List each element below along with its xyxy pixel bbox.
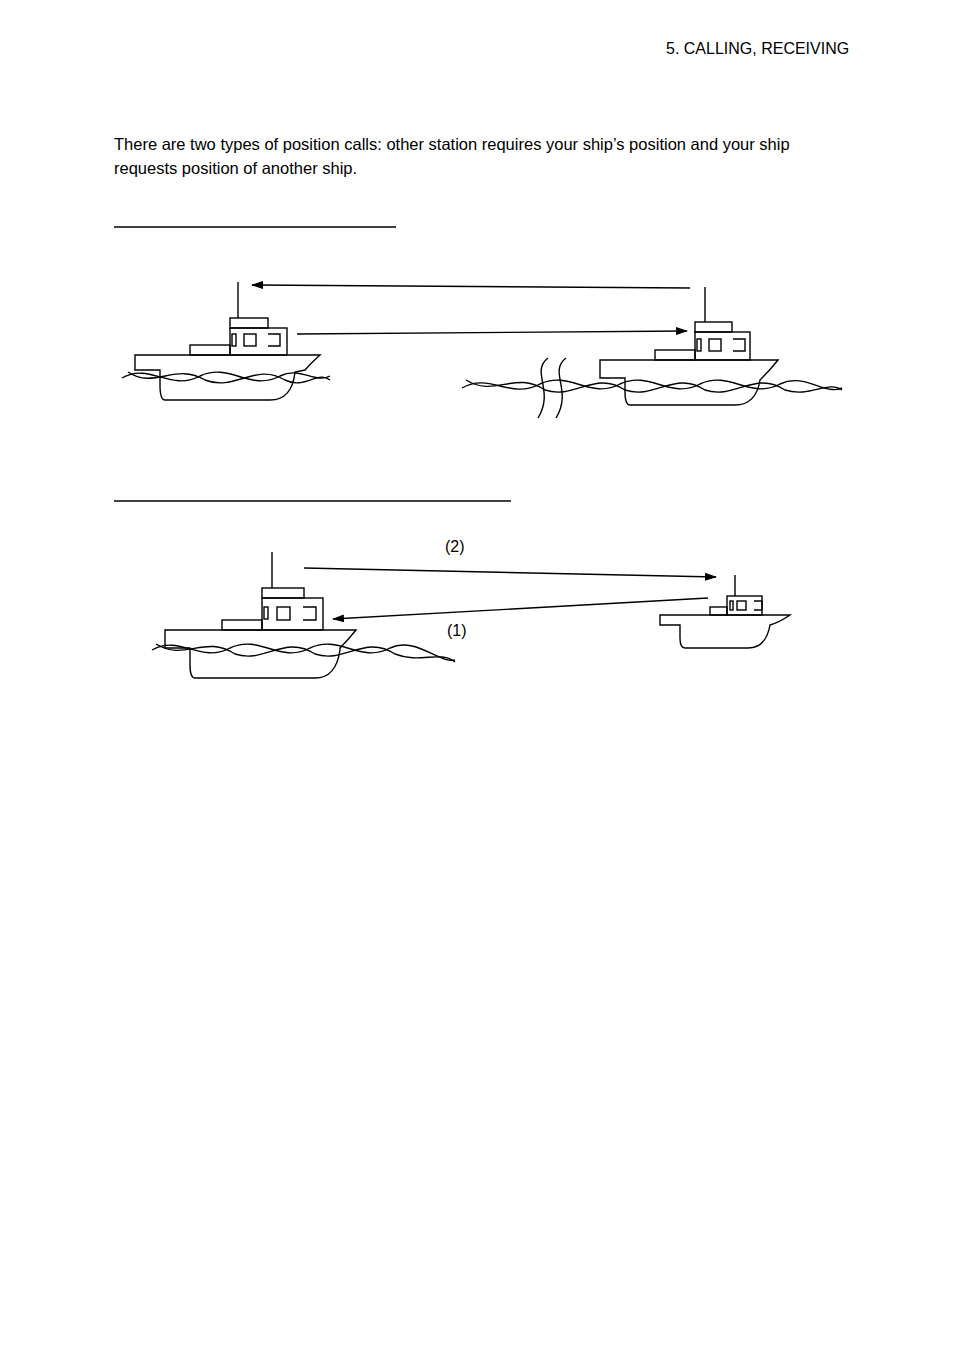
body-paragraph: There are two types of position calls: o… [114,132,844,180]
page-header: 5. CALLING, RECEIVING [666,37,886,61]
callout-number: (2) [445,535,485,559]
callout-number: (1) [447,619,487,643]
